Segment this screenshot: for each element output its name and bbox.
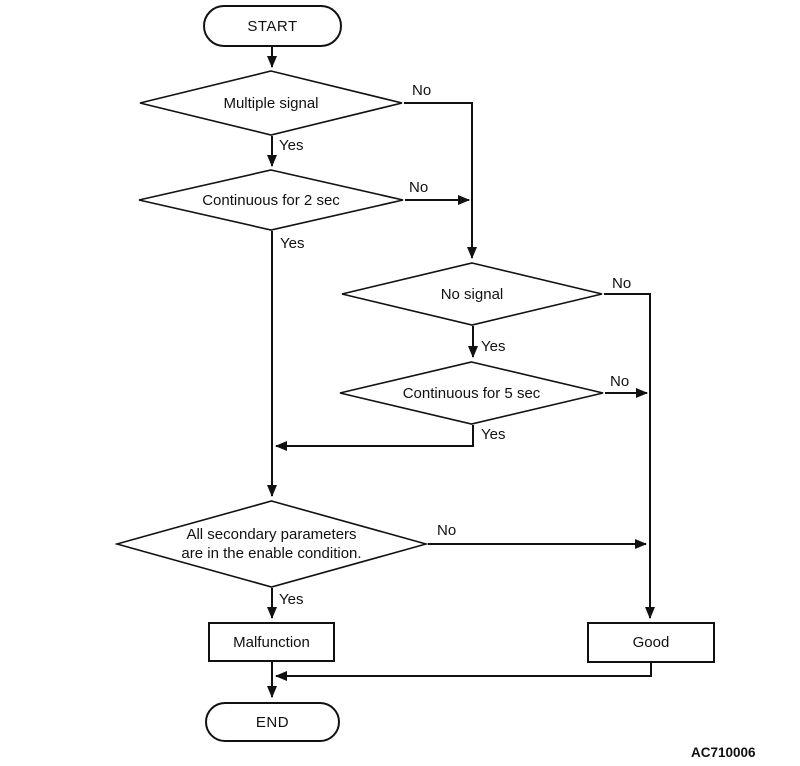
edge-label-secondary-parameters-no: No [437,522,457,539]
edge-label-continuous-2sec-yes: Yes [280,235,305,252]
diamond-shape [139,70,403,136]
decision-continuous-5sec-label: Continuous for 5 sec [402,384,541,402]
edge-label-secondary-parameters-yes: Yes [279,591,304,608]
edge-label-continuous-5sec-yes: Yes [481,426,506,443]
edge-multiple-signal-no [404,102,477,259]
decision-secondary-parameters: All secondary parameters are in the enab… [115,500,428,588]
node-end: END [205,702,340,742]
edge-continuous-5sec-yes [275,425,474,451]
decision-secondary-parameters-line2: are in the enable condition. [181,545,362,562]
diamond-shape [339,361,604,425]
edge-label-multiple-signal-no: No [412,82,432,99]
diamond-shape [138,169,404,231]
decision-multiple-signal-label: Multiple signal [223,94,319,112]
node-start-label: START [247,17,298,35]
decision-continuous-2sec-label: Continuous for 2 sec [202,191,340,209]
node-malfunction: Malfunction [208,622,335,662]
decision-no-signal-label: No signal [440,285,504,303]
edge-label-continuous-5sec-no: No [610,373,630,390]
diamond-shape [341,262,603,326]
decision-multiple-signal: Multiple signal [138,70,404,136]
edge-label-multiple-signal-yes: Yes [279,137,304,154]
decision-no-signal: No signal [340,262,604,326]
decision-continuous-5sec: Continuous for 5 sec [338,361,605,425]
edge-label-continuous-2sec-no: No [409,179,429,196]
edge-no-signal-no [604,293,655,619]
edge-label-no-signal-yes: Yes [481,338,506,355]
diamond-shape [115,500,428,588]
node-start: START [203,5,342,47]
edge-label-no-signal-no: No [612,275,632,292]
node-good: Good [587,622,715,663]
decision-secondary-parameters-line1: All secondary parameters [186,526,357,543]
decision-continuous-2sec: Continuous for 2 sec [137,169,405,231]
node-end-label: END [255,713,290,731]
edge-good-to-end [275,663,652,681]
decision-secondary-parameters-label: All secondary parameters are in the enab… [181,525,361,563]
node-malfunction-label: Malfunction [233,633,310,651]
figure-code: AC710006 [691,745,756,760]
node-good-label: Good [632,634,670,651]
